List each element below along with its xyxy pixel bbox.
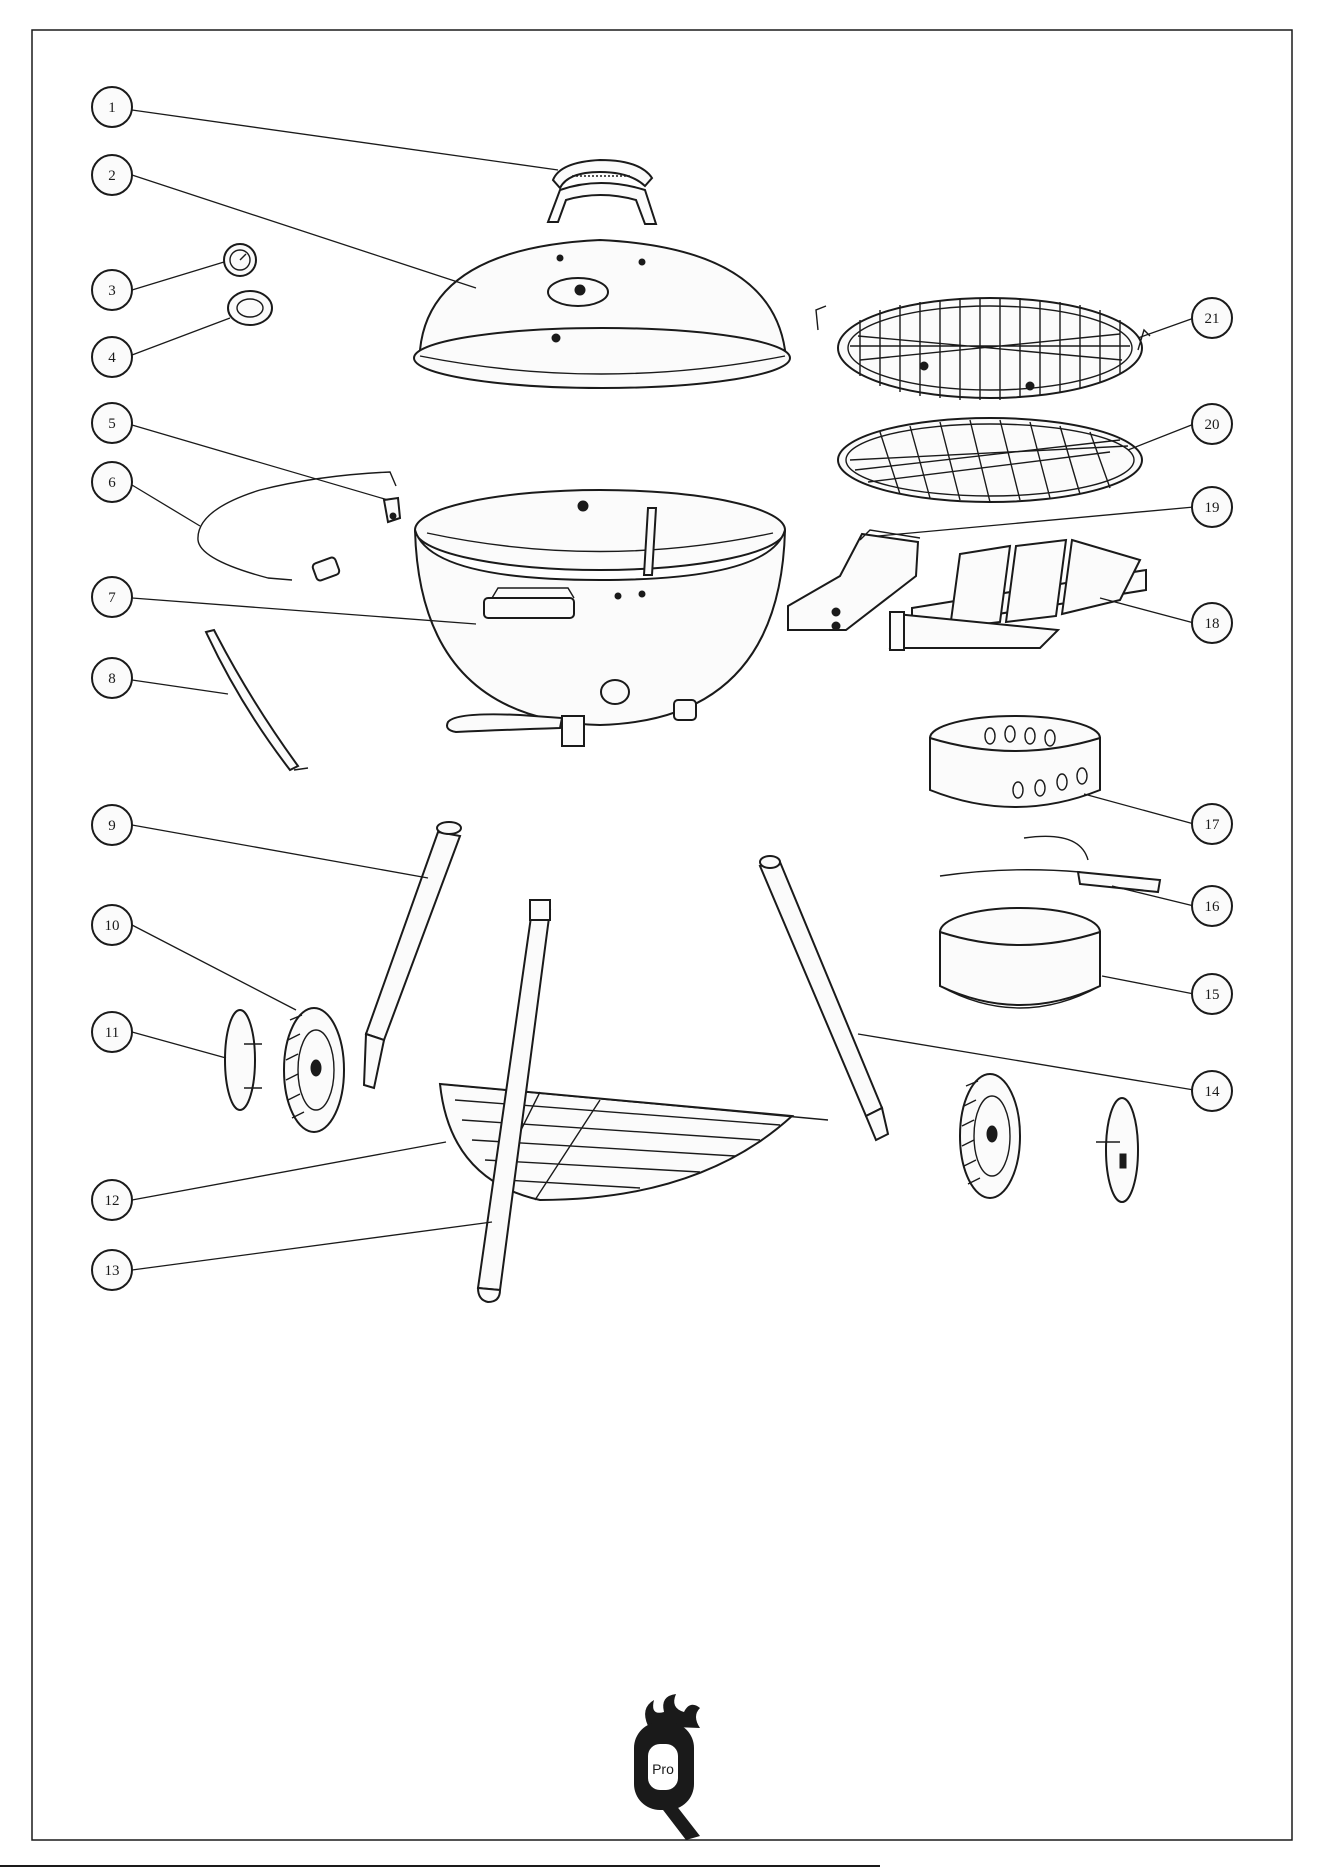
callout-14: 14 <box>1192 1071 1232 1111</box>
leader-13 <box>132 1222 492 1270</box>
svg-text:17: 17 <box>1205 817 1221 833</box>
leader-17 <box>1084 794 1194 824</box>
logo-text: Pro <box>652 1761 674 1777</box>
leader-8 <box>132 680 228 694</box>
leader-1 <box>132 110 558 170</box>
svg-text:3: 3 <box>108 283 116 299</box>
leader-15 <box>1102 976 1194 994</box>
callout-1: 1 <box>92 87 132 127</box>
part-lid-holder-wire <box>198 472 396 582</box>
leader-2 <box>132 175 476 288</box>
svg-text:15: 15 <box>1205 987 1220 1003</box>
leader-14 <box>858 1034 1194 1090</box>
part-wheel-right <box>960 1074 1020 1198</box>
svg-text:11: 11 <box>105 1025 119 1041</box>
callout-21: 21 <box>1192 298 1232 338</box>
callout-15: 15 <box>1192 974 1232 1014</box>
part-thermometer <box>224 244 256 276</box>
leader-20 <box>1128 424 1194 450</box>
part-ash-pan-handle <box>940 836 1160 892</box>
leader-10 <box>132 925 296 1010</box>
part-leg-left <box>364 822 461 1088</box>
svg-text:10: 10 <box>105 918 120 934</box>
part-grommet <box>228 291 272 325</box>
leader-3 <box>132 262 224 290</box>
part-ash-pan <box>940 908 1100 1008</box>
callout-17: 17 <box>1192 804 1232 844</box>
callout-10: 10 <box>92 905 132 945</box>
callout-16: 16 <box>1192 886 1232 926</box>
callout-18: 18 <box>1192 603 1232 643</box>
callout-11: 11 <box>92 1012 132 1052</box>
callout-12: 12 <box>92 1180 132 1220</box>
svg-text:2: 2 <box>108 168 116 184</box>
svg-text:1: 1 <box>108 100 116 116</box>
part-bowl-bracket <box>206 630 308 770</box>
svg-text:13: 13 <box>105 1263 120 1279</box>
part-leg-right <box>760 856 888 1140</box>
part-vent-knob <box>384 498 400 522</box>
leader-11 <box>132 1032 226 1058</box>
callout-4: 4 <box>92 337 132 377</box>
svg-text:9: 9 <box>108 818 116 834</box>
part-charcoal-grate <box>838 418 1142 502</box>
part-charcoal-basket <box>930 716 1100 807</box>
svg-text:8: 8 <box>108 671 116 687</box>
svg-text:21: 21 <box>1205 311 1220 327</box>
leader-12 <box>132 1142 446 1200</box>
callout-20: 20 <box>1192 404 1232 444</box>
svg-text:12: 12 <box>105 1193 120 1209</box>
part-hubcap-left <box>225 1010 262 1110</box>
callout-3: 3 <box>92 270 132 310</box>
callout-7: 7 <box>92 577 132 617</box>
callout-8: 8 <box>92 658 132 698</box>
svg-text:18: 18 <box>1205 616 1220 632</box>
callout-2: 2 <box>92 155 132 195</box>
proq-logo: Pro <box>634 1694 700 1840</box>
svg-text:7: 7 <box>108 590 116 606</box>
svg-text:16: 16 <box>1205 899 1221 915</box>
callout-5: 5 <box>92 403 132 443</box>
leader-18 <box>1100 598 1194 623</box>
part-wheel-left <box>284 1008 344 1132</box>
leader-5 <box>132 425 388 500</box>
callout-19: 19 <box>1192 487 1232 527</box>
svg-text:14: 14 <box>1205 1084 1221 1100</box>
leader-4 <box>132 318 230 355</box>
part-cooking-grate <box>816 298 1150 400</box>
svg-text:20: 20 <box>1205 417 1220 433</box>
leader-9 <box>132 825 428 878</box>
svg-text:19: 19 <box>1205 500 1220 516</box>
part-side-table <box>890 540 1146 650</box>
part-lid <box>414 240 790 388</box>
callout-13: 13 <box>92 1250 132 1290</box>
svg-text:6: 6 <box>108 475 116 491</box>
svg-text:4: 4 <box>108 350 116 366</box>
leader-6 <box>132 485 200 526</box>
leader-19 <box>878 507 1194 536</box>
callout-6: 6 <box>92 462 132 502</box>
part-lid-handle <box>548 160 656 224</box>
part-hubcap-right <box>1096 1098 1138 1202</box>
leader-21 <box>1138 318 1194 338</box>
svg-text:5: 5 <box>108 416 116 432</box>
part-bowl <box>415 490 785 746</box>
callout-9: 9 <box>92 805 132 845</box>
